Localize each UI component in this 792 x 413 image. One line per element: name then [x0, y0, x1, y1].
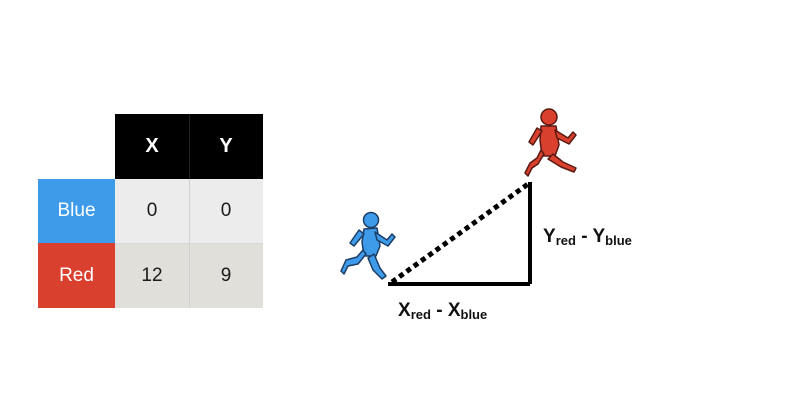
- row-label-red: Red: [38, 243, 115, 308]
- red-runner-icon: [524, 108, 577, 177]
- distance-hypotenuse: [390, 181, 530, 285]
- red-x-value: 12: [115, 243, 189, 308]
- header-divider: [189, 114, 190, 179]
- red-y-value: 9: [189, 243, 263, 308]
- column-header-x: X: [115, 114, 189, 179]
- column-header-y: Y: [189, 114, 263, 179]
- x-difference-label: Xred - Xblue: [398, 300, 488, 322]
- y-difference-label: Yred - Yblue: [543, 226, 632, 248]
- row-divider: [115, 243, 263, 244]
- blue-x-value: 0: [115, 179, 189, 243]
- coordinate-table: X Y Blue 0 0 Red 12 9: [38, 114, 263, 308]
- row-label-blue: Blue: [38, 179, 115, 243]
- blue-y-value: 0: [189, 179, 263, 243]
- blue-runner-icon: [340, 211, 396, 280]
